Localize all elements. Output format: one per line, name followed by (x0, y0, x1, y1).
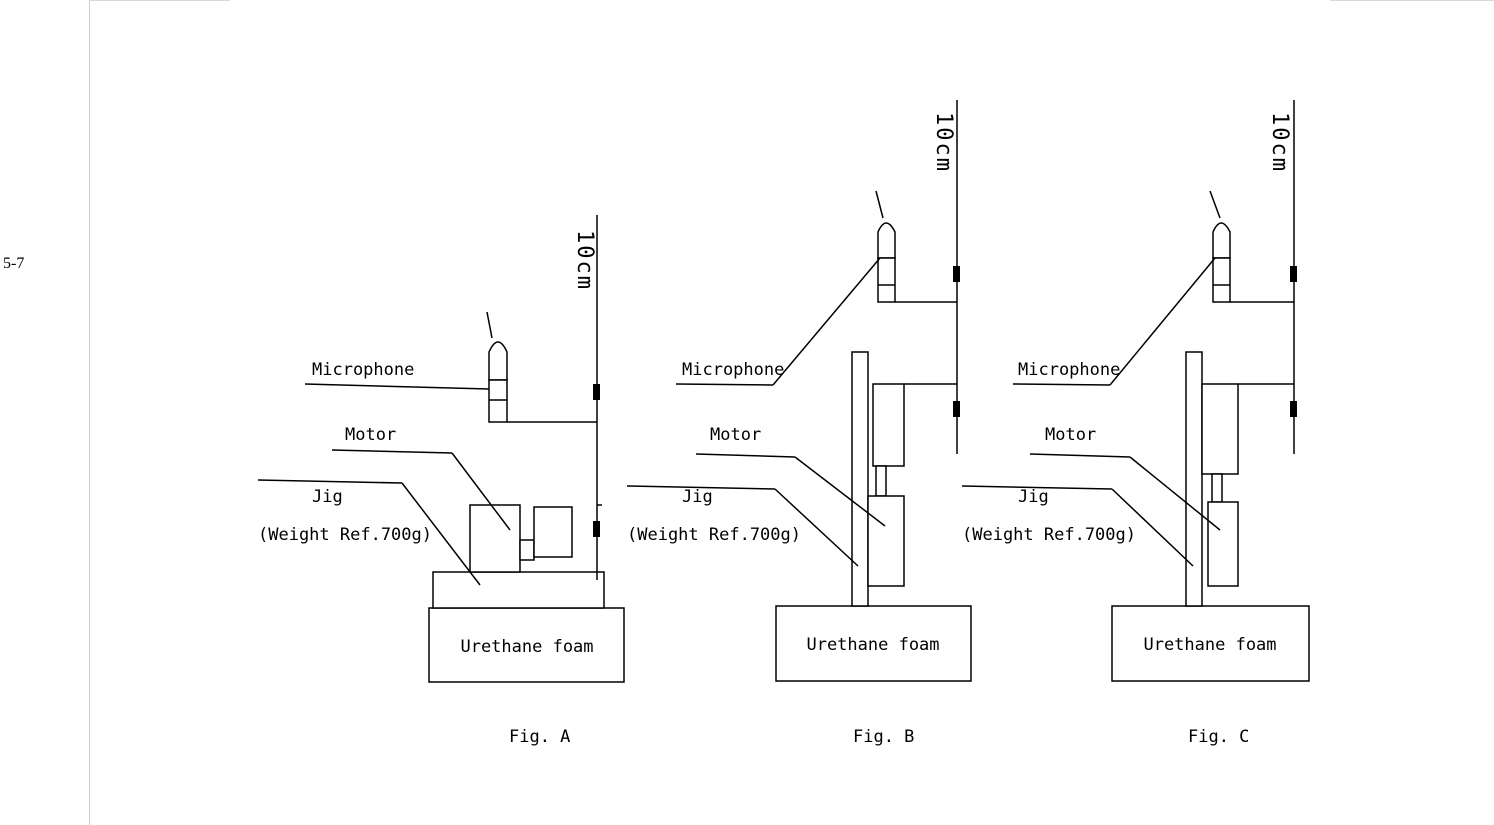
microphone-label: Microphone (1018, 360, 1120, 380)
jig-weight-label: (Weight Ref.700g) (962, 525, 1136, 545)
distance-label: 10cm (572, 230, 597, 291)
motor-label: Motor (1045, 425, 1096, 445)
microphone-head (877, 222, 896, 259)
distance-label: 10cm (1267, 112, 1292, 173)
figure-caption: Fig. B (853, 727, 914, 747)
page-frame-top (90, 0, 230, 1)
jig-label: Jig (312, 487, 343, 507)
motor-body (1207, 501, 1239, 587)
jig-block (432, 571, 605, 609)
jig-leader-a (257, 479, 403, 484)
motor-body (867, 495, 905, 587)
urethane-foam-block (775, 605, 972, 682)
distance-label: 10cm (931, 112, 956, 173)
microphone-body (877, 257, 896, 303)
microphone-head (488, 341, 508, 381)
motor-load (872, 383, 905, 467)
motor-load (1201, 383, 1239, 475)
jig-leader-a (961, 485, 1113, 490)
motor-leader-b (1129, 456, 1221, 531)
jig-label: Jig (682, 487, 713, 507)
figure-caption: Fig. C (1188, 727, 1249, 747)
microphone-leader-b (772, 257, 881, 386)
urethane-foam-block (428, 607, 625, 683)
motor-leader-a (1029, 453, 1131, 458)
motor-shaft (1211, 473, 1223, 503)
jig-plate (1185, 351, 1203, 607)
page-frame-left (89, 0, 90, 825)
figure-c: Urethane foam 10cm Microphone Motor Jig … (961, 100, 1310, 747)
motor-label: Motor (710, 425, 761, 445)
microphone-body (488, 379, 508, 423)
jig-weight-label: (Weight Ref.700g) (258, 525, 432, 545)
foam-label: Urethane foam (806, 635, 939, 655)
jig-weight-label: (Weight Ref.700g) (627, 525, 801, 545)
distance-arrow-top (953, 266, 960, 282)
microphone-leader (304, 383, 490, 390)
distance-arrow-bottom (1290, 401, 1297, 417)
microphone-head (1212, 222, 1231, 259)
motor-label: Motor (345, 425, 396, 445)
microphone-cable (1209, 190, 1221, 219)
motor-leader-b (451, 452, 511, 531)
motor-leader-a (695, 453, 796, 458)
microphone-leader-a (675, 383, 774, 386)
page-frame-top-right (1330, 0, 1494, 1)
jig-plate (851, 351, 869, 607)
microphone-leader-a (1012, 383, 1111, 386)
figure-b: Urethane foam 10cm Microphone Motor Jig … (626, 100, 972, 747)
motor-load (533, 506, 573, 558)
foam-label: Urethane foam (460, 637, 593, 657)
jig-leader-b (401, 482, 481, 586)
distance-arrow-top (1290, 266, 1297, 282)
distance-arrow-bottom (953, 401, 960, 417)
motor-leader-a (331, 449, 453, 454)
figure-a: Urethane foam 10cm Microphone Motor Jig … (257, 215, 625, 747)
figure-caption: Fig. A (509, 727, 570, 747)
foam-label: Urethane foam (1143, 635, 1276, 655)
section-number: 5-7 (3, 255, 25, 272)
urethane-foam-block (1111, 605, 1310, 682)
jig-leader-b (1111, 488, 1194, 567)
motor-shaft (519, 539, 535, 561)
distance-arrow-top (593, 384, 600, 400)
microphone-body (1212, 257, 1231, 303)
distance-arrow-bottom (593, 521, 600, 537)
jig-leader-b (774, 488, 859, 567)
microphone-cable (875, 190, 884, 219)
jig-leader-a (626, 485, 776, 490)
microphone-label: Microphone (682, 360, 784, 380)
microphone-cable (486, 311, 493, 339)
motor-leader-b (794, 456, 886, 527)
microphone-leader-b (1109, 257, 1216, 386)
microphone-label: Microphone (312, 360, 414, 380)
motor-shaft (875, 465, 887, 497)
motor-body (469, 504, 521, 573)
jig-label: Jig (1018, 487, 1049, 507)
